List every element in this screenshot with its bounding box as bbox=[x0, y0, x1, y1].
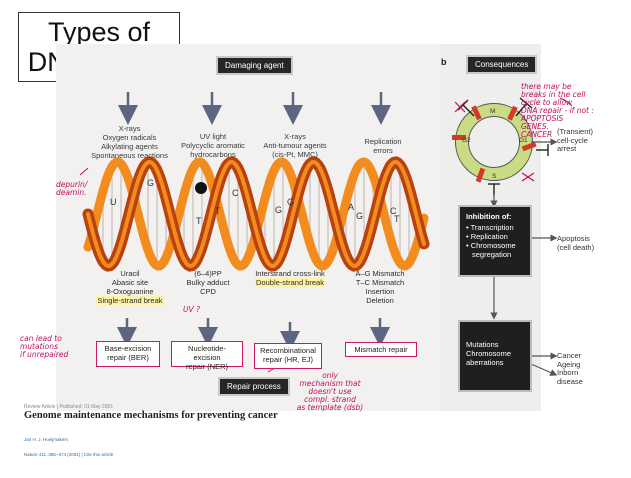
checkpoint-bar-4 bbox=[475, 167, 486, 183]
handdrawn-x-marks bbox=[454, 101, 535, 182]
lesion-insertion: Insertion bbox=[365, 287, 395, 296]
cell-cycle-inner-line bbox=[468, 116, 520, 168]
repair-box-mismatch: Mismatch repair bbox=[345, 342, 417, 357]
annotation-mutations-note: can lead to mutations if unrepaired bbox=[20, 334, 69, 359]
publication-citation[interactable]: Nature 411, 366–374 (2001) | Cite this a… bbox=[24, 452, 114, 457]
helix-base-letter: C bbox=[390, 206, 397, 216]
inhibition-item-3: • Chromosome segregation bbox=[466, 241, 516, 259]
consequence-arrows bbox=[490, 138, 558, 376]
checkpoint-bar-5 bbox=[452, 135, 466, 140]
agent-text-1: X-rays Oxygen radicals Alkylating agents… bbox=[91, 124, 168, 160]
panel-b-label: b bbox=[441, 57, 447, 67]
annotation-uv: UV ? bbox=[183, 305, 200, 314]
lesion-cpd: CPD bbox=[200, 287, 216, 296]
dna-double-helix bbox=[82, 156, 430, 272]
annotation-recombination-note: only mechanism that doesn't use compl. s… bbox=[296, 371, 364, 412]
lesion-single-strand-break: Single-strand break bbox=[96, 296, 164, 305]
helix-base-letter: C bbox=[232, 188, 239, 198]
agent-text-2: UV light Polycyclic aromatic hydrocarbon… bbox=[181, 132, 245, 159]
lesion-interstrand-crosslink: Interstrand cross-link bbox=[255, 269, 325, 278]
helix-base-letter: G bbox=[147, 178, 154, 188]
apoptosis-text: Apoptosis (cell death) bbox=[557, 234, 595, 252]
damaging-agent-tag: Damaging agent bbox=[216, 56, 293, 75]
consequences-tag: Consequences bbox=[466, 55, 538, 74]
inhibition-box: Inhibition of: • Transcription • Replica… bbox=[458, 205, 532, 277]
lesion-8-oxoguanine: 8-Oxoguanine bbox=[106, 287, 154, 296]
inhibition-title: Inhibition of: bbox=[466, 212, 512, 221]
helix-base-letter: U bbox=[110, 197, 117, 207]
lesion-deletion: Deletion bbox=[366, 296, 394, 305]
lesion-tc-mismatch: T–C Mismatch bbox=[355, 278, 405, 287]
phase-m-label: M bbox=[490, 108, 495, 115]
inhibition-item-1: • Transcription bbox=[466, 223, 514, 232]
checkpoint-bar-3 bbox=[521, 141, 537, 152]
mutations-box: Mutations Chromosome aberrations bbox=[458, 320, 532, 392]
lesion-ag-mismatch: A–G Mismatch bbox=[355, 269, 405, 278]
inhibition-markers bbox=[457, 97, 549, 196]
helix-base-letter: T bbox=[394, 214, 400, 224]
publication-author[interactable]: Jan H. J. Hoeijmakers bbox=[24, 437, 69, 442]
lesion-6-4pp: (6–4)PP bbox=[194, 269, 222, 278]
cell-cycle-circle bbox=[455, 103, 533, 181]
agent-arrows bbox=[118, 92, 391, 125]
agent-text-3: X-rays Anti-tumour agents (cis-Pt, MMC) bbox=[263, 132, 327, 159]
inhibition-item-2: • Replication bbox=[466, 232, 508, 241]
annotation-depurin: depurin/ deamin. bbox=[56, 180, 88, 197]
cell-cycle-ring: M G1 S G2 bbox=[452, 97, 549, 208]
lesion-bulky-adduct: Bulky adduct bbox=[186, 278, 230, 287]
bulky-adduct-dot bbox=[195, 182, 207, 194]
helix-base-letter: T bbox=[196, 216, 202, 226]
lesion-group-2: (6–4)PP Bulky adduct CPD bbox=[170, 269, 246, 296]
helix-base-letter: G bbox=[356, 211, 363, 221]
phase-g2-label: G2 bbox=[462, 137, 471, 144]
lesion-double-strand-break: Double-strand break bbox=[255, 278, 325, 287]
publication-title[interactable]: Genome maintenance mechanisms for preven… bbox=[24, 410, 278, 421]
checkpoint-bar-1 bbox=[471, 105, 482, 121]
helix-base-letter: A bbox=[348, 202, 354, 212]
lesion-group-4: A–G Mismatch T–C Mismatch Insertion Dele… bbox=[340, 269, 420, 305]
repair-box-recombinational: Recombinational repair (HR, EJ) bbox=[254, 343, 322, 369]
phase-g1-label: G1 bbox=[519, 137, 528, 144]
helix-base-letter: G bbox=[287, 197, 294, 207]
annotation-cell-cycle-note: there may be breaks in the cell cycle to… bbox=[521, 82, 594, 139]
helix-base-letter: T bbox=[215, 206, 221, 216]
phase-s-label: S bbox=[492, 173, 497, 180]
publication-meta: Review Article | Published: 01 May 2001 bbox=[24, 404, 114, 410]
lesion-group-3: Interstrand cross-link Double-strand bre… bbox=[240, 269, 340, 287]
transient-arrest-text: (Transient) cell-cycle arrest bbox=[557, 127, 593, 153]
repair-box-ner: Nucleotide-excision repair (NER) bbox=[171, 341, 243, 371]
lesion-group-1: Uracil Abasic site 8-Oxoguanine Single-s… bbox=[80, 269, 180, 305]
helix-base-letter: G bbox=[275, 205, 282, 215]
dna-strand-front-highlight bbox=[86, 159, 426, 269]
agent-text-4: Replication errors bbox=[364, 137, 402, 155]
repair-arrows bbox=[117, 318, 390, 351]
repair-process-tag: Repair process bbox=[218, 377, 290, 396]
checkpoint-bar-2 bbox=[507, 105, 518, 121]
lesion-abasic-site: Abasic site bbox=[111, 278, 149, 287]
repair-box-ber: Base-excision repair (BER) bbox=[96, 341, 160, 367]
outcomes-text: Cancer Ageing Inborn disease bbox=[557, 351, 583, 386]
lesion-uracil: Uracil bbox=[120, 269, 140, 278]
